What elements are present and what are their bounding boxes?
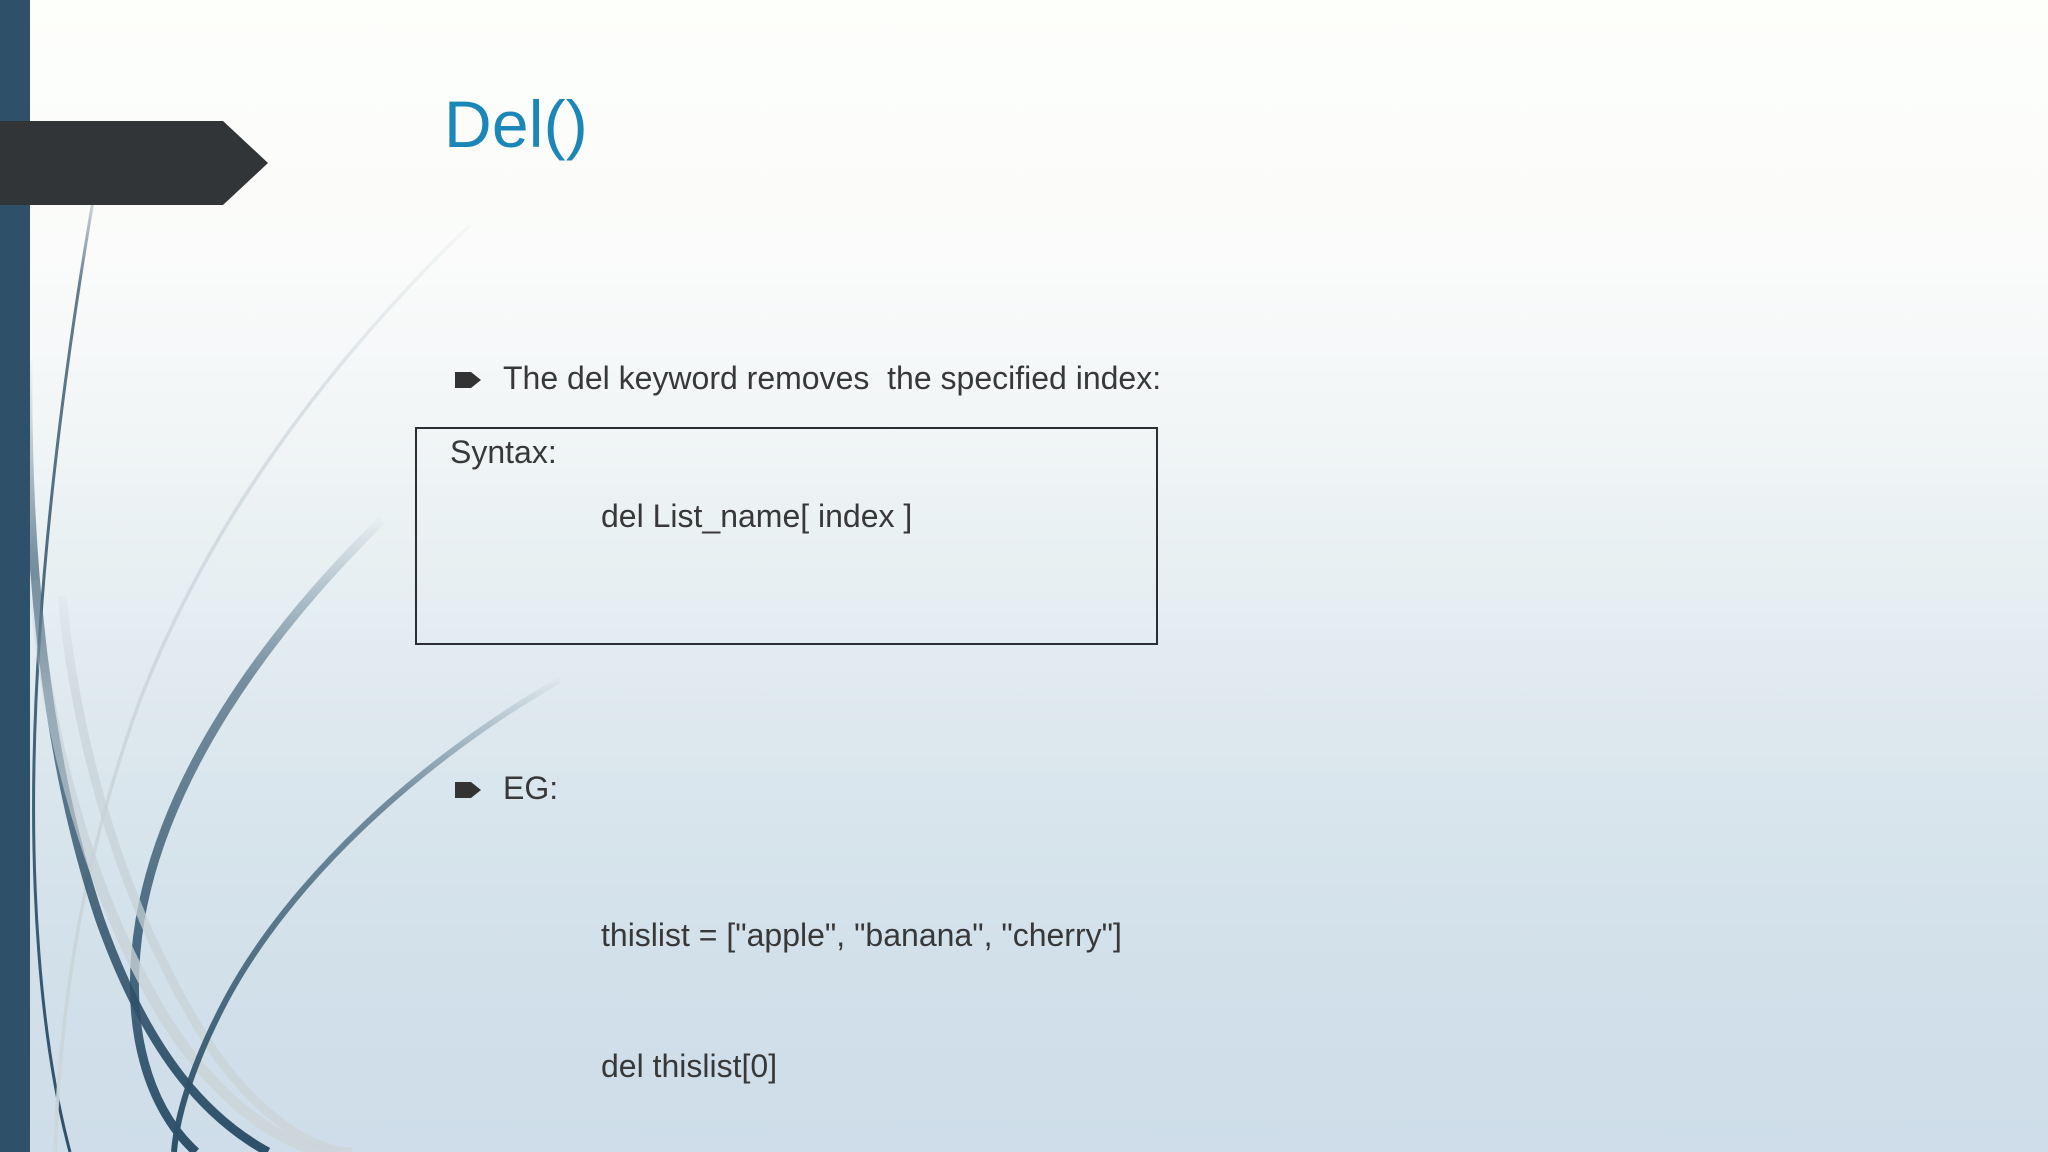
example-code-block: thislist = ["apple", "banana", "cherry"]… [601, 826, 1122, 1152]
bullet-item-example: EG: [455, 768, 558, 808]
syntax-label: Syntax: [450, 434, 557, 470]
pennant-arrow-bullet-icon [455, 372, 481, 388]
page-title: Del() [444, 87, 588, 161]
bullet-item-description: The del keyword removes the specified in… [455, 358, 1161, 398]
pennant-arrow-bullet-icon [455, 782, 481, 798]
bullet-text-example: EG: [503, 770, 559, 806]
bullet-text-description: The del keyword removes the specified in… [503, 360, 1162, 396]
code-line: thislist = ["apple", "banana", "cherry"] [601, 916, 1122, 953]
code-line: del thislist[0] [601, 1048, 778, 1085]
arrow-banner-shape [0, 121, 268, 205]
syntax-code-text: del List_name[ index ] [601, 498, 913, 534]
syntax-box [415, 427, 1158, 645]
